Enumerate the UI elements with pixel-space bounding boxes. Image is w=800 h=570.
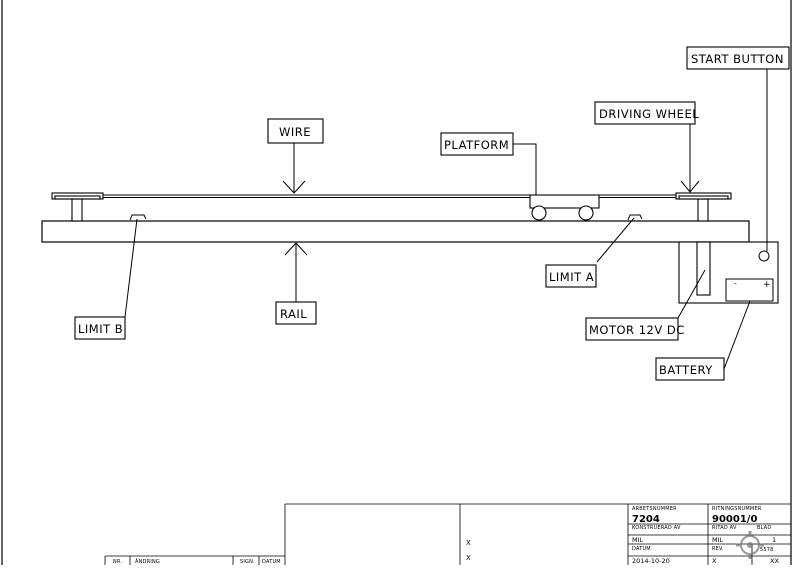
datum-value: 2014-10-20	[632, 557, 670, 565]
konstruerad-value: MIL	[632, 536, 644, 544]
start-button	[758, 250, 770, 262]
ritningsnummer-value: 90001/0	[712, 514, 757, 525]
watermark-logo	[736, 531, 764, 559]
rev-value: X	[712, 557, 717, 565]
datum-label: DATUM	[632, 546, 651, 552]
konstruerad-label: KONSTRUERAD AV	[632, 525, 681, 531]
limit-b-label: LIMIT B	[78, 322, 123, 336]
ritad-label: RITAD AV	[712, 525, 737, 531]
motor-label-box	[585, 317, 679, 341]
driving-wheel-label-box	[594, 101, 696, 125]
blad-value: 1	[772, 536, 776, 544]
leader-lines	[124, 69, 768, 370]
blad-label: BLAD	[757, 525, 771, 531]
limit-b-label-box	[74, 316, 126, 340]
rail	[41, 220, 750, 243]
driving-wheel	[675, 192, 732, 222]
revision-header-nr: NR.	[113, 559, 122, 565]
driving-wheel-label: DRIVING WHEEL	[599, 107, 699, 121]
revision-header-andring: ÄNDRING	[135, 558, 160, 565]
left-pulley	[51, 192, 104, 222]
platform	[529, 194, 600, 221]
title-x-mark-1: X	[466, 539, 471, 547]
extra-value: XX	[770, 557, 779, 565]
title-block	[104, 503, 791, 565]
limit-switch-b	[129, 214, 147, 221]
limit-a-label-box	[545, 264, 597, 288]
revision-header-sign: SIGN.	[240, 559, 255, 565]
start-button-label: START BUTTON	[691, 52, 784, 66]
limit-a-label: LIMIT A	[549, 270, 594, 284]
arbetsnummer-value: 7204	[632, 514, 660, 525]
battery-label: BATTERY	[659, 363, 713, 377]
platform-label: PLATFORM	[444, 138, 509, 152]
revision-header-datum: DATUM	[262, 559, 281, 565]
ritad-value: MIL	[712, 536, 724, 544]
motor-label: MOTOR 12V DC	[589, 323, 685, 337]
limit-switch-a	[627, 214, 643, 221]
battery-negative-terminal: -	[734, 279, 737, 288]
rev-label: REV.	[712, 546, 724, 552]
battery-positive-terminal: +	[763, 280, 771, 290]
ritningsnummer-label: RITNINGSNUMMER	[712, 506, 762, 512]
start-button-label-box	[686, 46, 790, 70]
wire-label-box	[267, 118, 324, 144]
arbetsnummer-label: ARBETSNUMMER	[632, 506, 677, 512]
watermark-number: 5578	[760, 547, 774, 553]
wire-label: WIRE	[279, 125, 311, 139]
rail-label: RAIL	[280, 307, 307, 321]
title-x-mark-2: X	[466, 554, 471, 562]
